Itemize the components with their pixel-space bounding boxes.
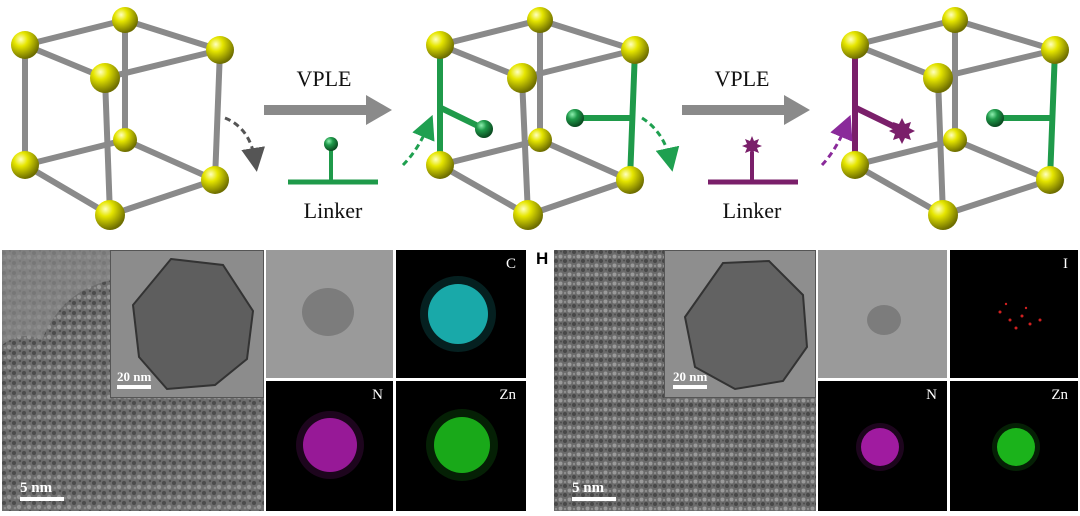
map-n-right: N xyxy=(818,381,947,511)
panel-letter-h: H xyxy=(536,249,549,268)
vple-label-1: VPLE xyxy=(297,66,352,91)
map-zn-left: Zn xyxy=(396,381,526,511)
inset-scale-bar-right: 20 nm xyxy=(673,369,707,391)
linker-label-2: Linker xyxy=(723,198,782,223)
vple-label-2: VPLE xyxy=(715,66,770,91)
map-label-n-left: N xyxy=(372,387,383,403)
tem-inset-right: 20 nm xyxy=(664,250,816,398)
vple-arrow-2: VPLE Linker xyxy=(682,66,810,223)
tem-panel-left: 20 nm 5 nm xyxy=(2,250,264,511)
tem-scale-bar-left: 5 nm xyxy=(20,480,64,503)
haadf-image-left xyxy=(266,250,393,378)
tem-scale-text-right: 5 nm xyxy=(572,480,605,496)
tem-scale-text-left: 5 nm xyxy=(20,480,53,496)
map-i-right: I xyxy=(950,250,1078,378)
map-label-i: I xyxy=(1063,256,1068,272)
map-n-left: N xyxy=(266,381,393,511)
cube-two-linkers xyxy=(820,7,1069,230)
haadf-image-right xyxy=(818,250,947,378)
map-c-left: C xyxy=(396,250,526,378)
map-zn-right: Zn xyxy=(950,381,1078,511)
vple-scheme: VPLE Linker xyxy=(11,7,1069,230)
linker-icon-purple xyxy=(708,136,798,185)
linker-label-1: Linker xyxy=(304,198,363,223)
map-label-zn-left: Zn xyxy=(499,387,516,403)
cube-initial xyxy=(11,7,265,230)
inset-scale-bar-left: 20 nm xyxy=(117,369,151,391)
tem-panel-right: 20 nm 5 nm xyxy=(554,250,816,511)
inset-scale-text-left: 20 nm xyxy=(117,369,152,384)
map-label-n-right: N xyxy=(926,387,937,403)
inset-scale-text-right: 20 nm xyxy=(673,369,708,384)
vple-arrow-1: VPLE Linker xyxy=(264,66,392,223)
linker-icon-green xyxy=(288,137,378,185)
tem-inset-left: 20 nm xyxy=(110,250,264,398)
cube-one-linker xyxy=(401,7,680,230)
tem-scale-bar-right: 5 nm xyxy=(572,480,616,503)
map-label-c: C xyxy=(505,256,516,272)
map-label-zn-right: Zn xyxy=(1051,387,1068,403)
